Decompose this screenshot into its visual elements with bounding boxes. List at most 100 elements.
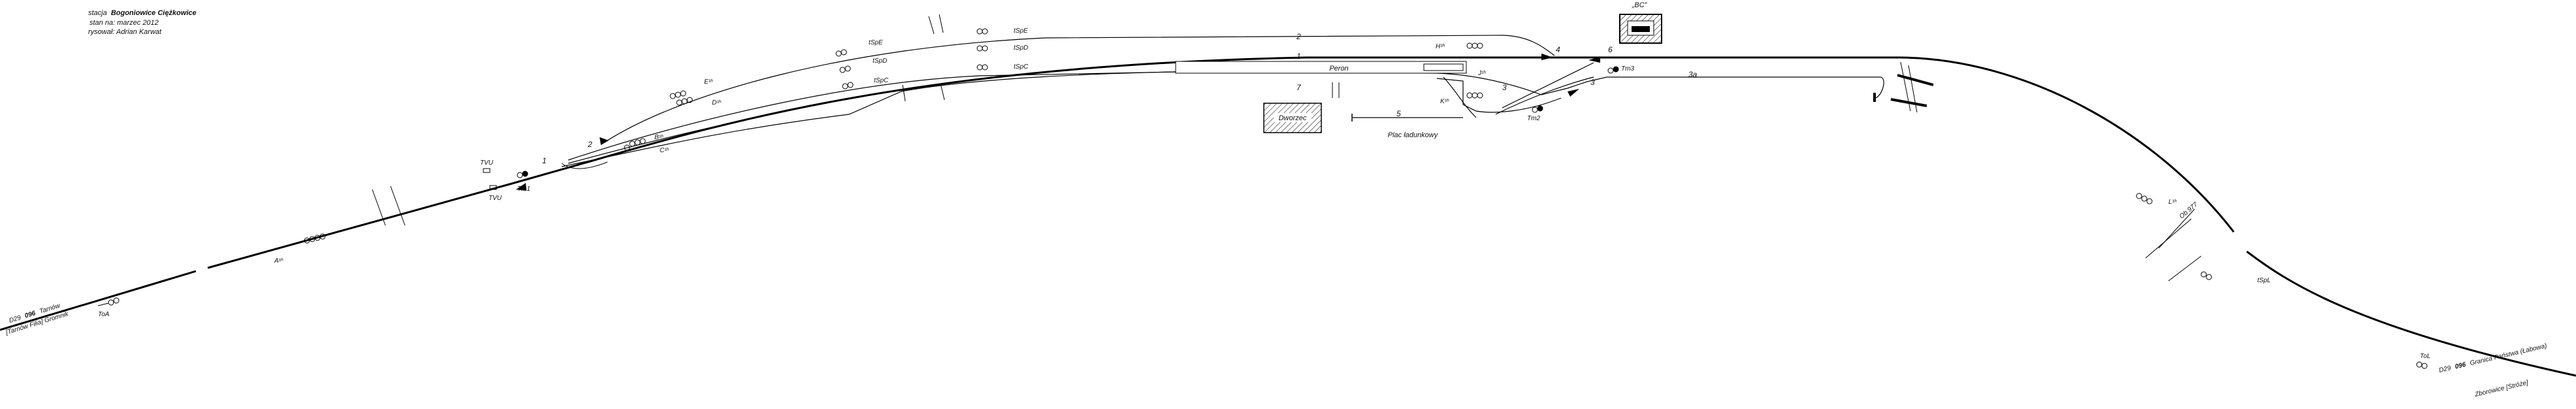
- signal-lamp: [976, 64, 983, 71]
- tick-mark: [940, 83, 945, 101]
- main-track-east: [2246, 250, 2576, 377]
- west-line-no: 096: [24, 310, 37, 320]
- signal-lamp: [319, 233, 326, 240]
- track-3: [568, 71, 1588, 161]
- signal-TVU-bottom-label: TVU: [489, 195, 502, 202]
- signal-lamp: [1466, 92, 1473, 99]
- svg-text:stacja Bogoniowice Ciężk: stacja Bogoniowice Ciężkowice: [88, 9, 197, 17]
- track-station-loop: [1436, 78, 1562, 113]
- signal-Ob-label: Ob 977: [2178, 201, 2200, 221]
- track-4-number: 4: [1556, 45, 1560, 54]
- signal-lamp: [2200, 271, 2207, 278]
- track-2-siding: [568, 97, 850, 164]
- building-label: Dworzec: [1279, 114, 1307, 122]
- signal-ToA-label: ToA: [98, 311, 110, 318]
- signal-Tm2-label: Tm2: [1527, 115, 1540, 122]
- track-5: [1352, 76, 1477, 118]
- track-3a: [1586, 76, 1884, 99]
- signal-lamp: [976, 28, 983, 35]
- signal-lamp: [847, 82, 854, 88]
- track-left-link: [561, 161, 608, 169]
- track-gap: [195, 266, 208, 273]
- signal-lamp: [1532, 106, 1538, 113]
- signal-lamp: [675, 91, 681, 98]
- track-gap: [2318, 330, 2332, 339]
- track-1-number: 1: [542, 156, 547, 165]
- loading-area: Plac ładunkowy 5: [1351, 109, 1439, 139]
- signal-lamp: [108, 299, 114, 306]
- signal-lamp: [841, 49, 847, 56]
- signal-lamp: [634, 139, 641, 146]
- signal-D-label: D¹ʰ: [712, 99, 722, 106]
- signal-lamp: [2146, 198, 2153, 204]
- signal-lamp: [629, 140, 636, 147]
- track-3-number-east: 3: [1590, 78, 1595, 87]
- tick-mark: [939, 14, 944, 33]
- east-end-label: D29 096 Granica Państwa (Łabowa) Zborowi…: [2438, 342, 2547, 399]
- track-2: [607, 35, 1555, 141]
- header-prefix: stacja: [88, 9, 107, 17]
- signal-lamp: [2206, 274, 2212, 280]
- signal-lamp: [982, 28, 988, 35]
- switch-marker: [1568, 89, 1579, 97]
- signal-tSpE-label: tSpE: [869, 39, 883, 46]
- switch-marker: [516, 183, 526, 191]
- signal-lamp: [669, 93, 676, 99]
- track-1-number-centre: 1: [1296, 52, 1301, 61]
- track-2-number: 2: [1296, 32, 1301, 41]
- track-3-number: 3: [1502, 83, 1507, 92]
- signal-E-label: E¹ʰ: [704, 78, 713, 86]
- signal-lamp: [982, 45, 988, 52]
- track-7-number: 7: [1296, 83, 1302, 92]
- bridge: [1873, 74, 1934, 107]
- signal-Tm1-label: Tm1: [517, 186, 530, 193]
- signal-lamp: [686, 97, 693, 103]
- signal-H-label: H¹ʰ: [1436, 43, 1445, 50]
- header-author: rysował: Adrian Karwat: [88, 28, 162, 36]
- signal-TVU-top-label: TVU: [480, 159, 494, 167]
- track-6-number: 6: [1608, 45, 1613, 54]
- track-numbers: 1 2 2 1 7 3 4 6 3 3a: [542, 32, 1698, 165]
- station-name: Bogoniowice Ciężkowice: [111, 9, 197, 17]
- platform-label: Peron: [1329, 65, 1348, 73]
- switch-marker: [600, 137, 609, 145]
- bc-label: „BC”: [1632, 1, 1648, 9]
- signal-K-label: K¹ʰ: [1440, 98, 1449, 105]
- tick-mark: [2145, 218, 2192, 259]
- tick-mark: [390, 186, 406, 226]
- signal-lamp: [624, 144, 630, 151]
- signal-lamp: [1466, 42, 1473, 49]
- signal-lamp: [639, 138, 646, 144]
- bridge-bar: [1897, 74, 1934, 86]
- tick-mark: [2168, 255, 2202, 282]
- signal-lamp: [976, 45, 983, 52]
- bc-mark: [1632, 26, 1650, 32]
- west-end-label: D29 096 Tarnów [Tarnów Filia] Gromnik: [5, 302, 70, 336]
- signal-lamp: [2141, 195, 2148, 202]
- tick-mark: [928, 16, 935, 35]
- svg-text:D29 096 Granica Pa: D29 096 Granica Państwa (Łabowa): [2438, 342, 2547, 374]
- switch-markers: [516, 54, 1600, 191]
- west-line-code: D29: [8, 314, 22, 325]
- platform-ramp: [1423, 63, 1464, 71]
- signal-tSpC-label: tSpC: [874, 77, 889, 84]
- east-line-no: 096: [2455, 361, 2467, 371]
- loading-area-label: Plac ładunkowy: [1388, 131, 1439, 139]
- signal-lamp: [1472, 42, 1478, 49]
- platform: Peron: [1175, 61, 1467, 74]
- track-5-number: 5: [1396, 109, 1401, 118]
- track-east-loop: [561, 71, 1176, 167]
- tvu-marker: [483, 168, 491, 173]
- signal-lamp: [2416, 361, 2423, 368]
- signal-tSpD-label: tSpD: [873, 57, 887, 65]
- platform-outline: [1175, 61, 1467, 74]
- main-track: [0, 56, 2235, 331]
- signal-lamp: [681, 98, 688, 105]
- signal-lamp: [676, 99, 683, 106]
- signal-group: A¹ʰ ToA Tm1 TVU TVU B¹ʰ D¹ʰ E¹ʰ tSpE: [97, 27, 2430, 369]
- signal-post: [97, 303, 109, 306]
- signal-lamp: [1477, 92, 1483, 99]
- header-date: stan na: marzec 2012: [89, 19, 159, 27]
- signal-tSpE-centre-label: tSpE: [1014, 27, 1028, 35]
- tick-mark: [902, 84, 906, 102]
